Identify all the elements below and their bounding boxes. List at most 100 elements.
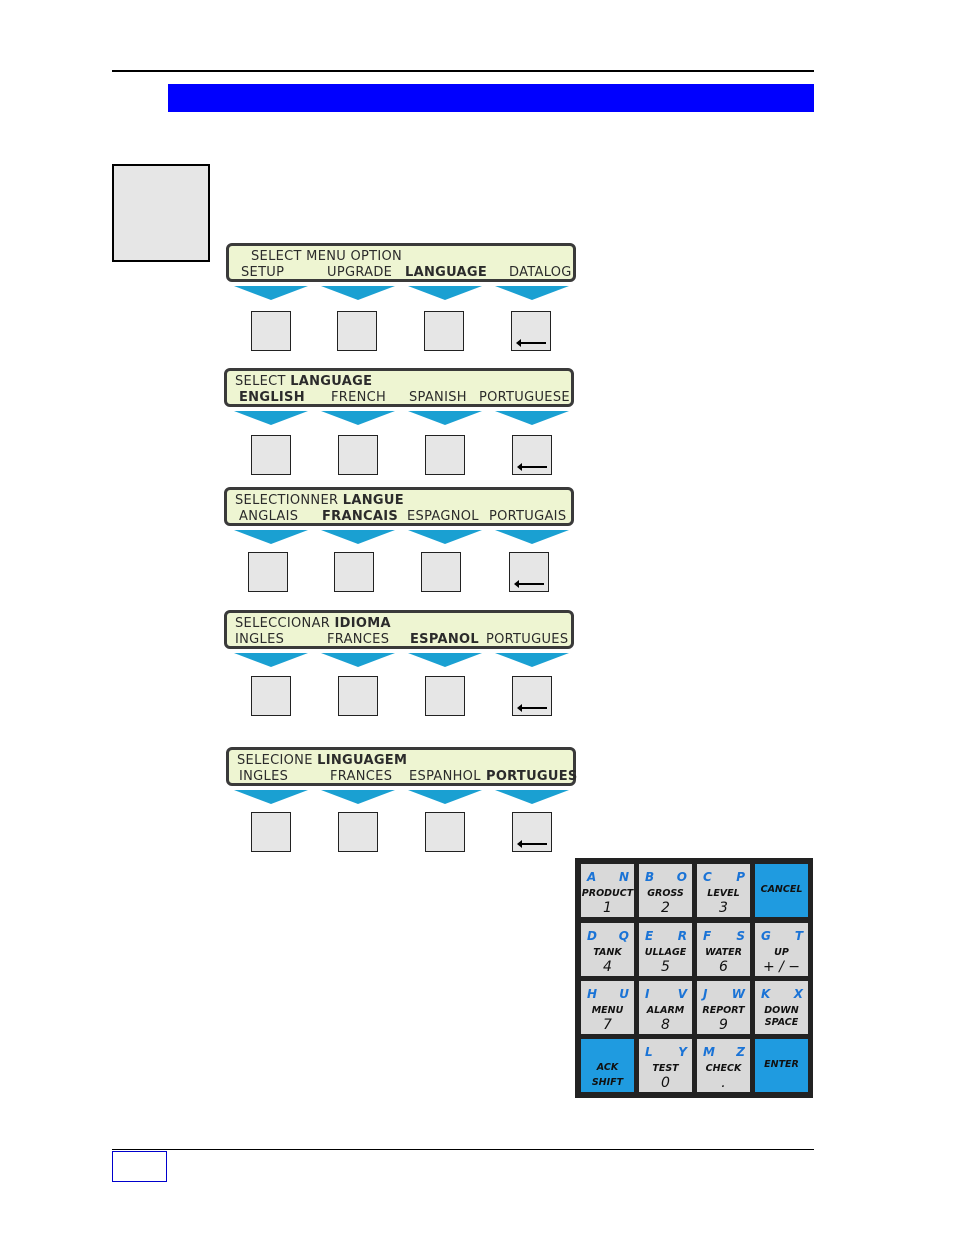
page-number-box — [112, 1151, 167, 1182]
key-word: ALARM — [646, 1005, 685, 1016]
lcd-title-segment: LINGUAGEM — [317, 753, 408, 768]
soft-key-3[interactable] — [425, 676, 465, 716]
soft-key-enter[interactable] — [511, 311, 551, 351]
key-num: . — [721, 1075, 726, 1091]
lcd-title-segment: LANGUAGE — [290, 374, 373, 389]
header-bar — [168, 84, 814, 112]
key-l1: M — [703, 1045, 715, 1059]
lcd-title: SELECCIONAR IDIOMA — [235, 616, 391, 631]
key-l1: J — [703, 987, 708, 1001]
soft-key-3[interactable] — [421, 552, 461, 592]
soft-key-1[interactable] — [251, 311, 291, 351]
option-arrow — [495, 411, 569, 425]
key-l2: U — [619, 987, 629, 1001]
lcd-option: FRANCES — [327, 632, 390, 647]
lcd-title: SELECIONE LINGUAGEM — [237, 753, 407, 768]
soft-key-1[interactable] — [251, 812, 291, 852]
option-arrow — [495, 286, 569, 300]
key-num: 3 — [719, 900, 728, 916]
soft-key-1[interactable] — [251, 435, 291, 475]
lcd-option: ESPANHOL — [409, 769, 481, 784]
enter-arrow-icon — [517, 704, 547, 712]
key-word: TEST — [652, 1063, 679, 1074]
soft-key-2[interactable] — [337, 311, 377, 351]
option-arrow — [321, 653, 395, 667]
option-arrow — [234, 411, 308, 425]
key-word: TANK — [593, 947, 622, 958]
key-l2: Q — [618, 929, 629, 943]
soft-key-2[interactable] — [338, 812, 378, 852]
soft-key-1[interactable] — [251, 676, 291, 716]
option-arrow — [234, 286, 308, 300]
top-rule — [112, 70, 814, 72]
enter-arrow-icon — [516, 339, 546, 347]
soft-key-enter[interactable] — [512, 676, 552, 716]
soft-key-3[interactable] — [425, 435, 465, 475]
lcd-title-segment: LANGUE — [342, 493, 404, 508]
key-num: 7 — [603, 1017, 612, 1033]
option-arrow — [321, 530, 395, 544]
lcd-option: FRANCAIS — [322, 509, 399, 524]
key-l1: G — [761, 929, 771, 943]
soft-key-2[interactable] — [338, 435, 378, 475]
lcd-option: PORTUGUESE — [479, 390, 570, 405]
lcd-title-segment: SELECT — [235, 374, 291, 389]
option-arrow — [408, 411, 482, 425]
lcd-option: ESPANOL — [410, 632, 479, 647]
soft-key-1[interactable] — [248, 552, 288, 592]
key-c2: SHIFT — [591, 1077, 624, 1088]
key-l1: E — [645, 929, 654, 943]
key-num: 4 — [603, 959, 612, 975]
key-word: LEVEL — [707, 888, 740, 899]
lcd-option: FRANCES — [330, 769, 393, 784]
key-l2: O — [676, 870, 687, 884]
lcd-option: SPANISH — [409, 390, 467, 405]
option-arrow — [321, 790, 395, 804]
key-l2: X — [793, 987, 803, 1001]
key-l2: R — [677, 929, 687, 943]
key-num: 6 — [719, 959, 728, 975]
soft-key-3[interactable] — [425, 812, 465, 852]
lcd-title: SELECT MENU OPTION — [251, 249, 402, 264]
option-arrow — [495, 790, 569, 804]
keypad-key-cancel[interactable]: CANCEL — [755, 864, 808, 917]
soft-key-enter[interactable] — [512, 435, 552, 475]
key-word: ULLAGE — [644, 947, 687, 958]
key-num2: SPACE — [764, 1017, 799, 1028]
soft-key-2[interactable] — [334, 552, 374, 592]
option-arrow — [408, 653, 482, 667]
soft-key-2[interactable] — [338, 676, 378, 716]
lcd-option: DATALOG — [509, 265, 572, 280]
soft-key-enter[interactable] — [509, 552, 549, 592]
key-l1: I — [645, 987, 650, 1001]
lcd-option: PORTUGUES — [486, 632, 569, 647]
key-l2: V — [677, 987, 687, 1001]
key-word: PRODUCT — [581, 888, 634, 899]
key-center: CANCEL — [760, 884, 803, 895]
key-word: DOWN — [764, 1005, 799, 1016]
key-num: + / − — [762, 959, 801, 975]
lcd-title: SELECTIONNER LANGUE — [235, 493, 404, 508]
option-arrow — [234, 790, 308, 804]
soft-key-enter[interactable] — [512, 812, 552, 852]
soft-key-3[interactable] — [424, 311, 464, 351]
keypad-key-enter[interactable]: ENTER — [755, 1039, 808, 1092]
